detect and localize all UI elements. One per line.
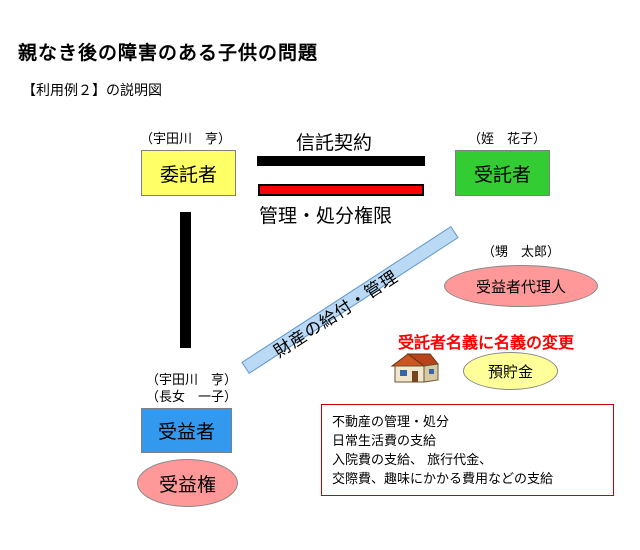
diagonal-label: 財産の給付・管理 <box>270 266 403 363</box>
transfer-label: 受託者名義に名義の変更 <box>398 333 575 352</box>
list-item: 交際費、趣味にかかる費用などの支給 <box>332 472 554 487</box>
page-title: 親なき後の障害のある子供の問題 <box>18 42 319 64</box>
list-item: 日常生活費の支給 <box>332 434 437 449</box>
beneficiary-name-line2: （長女 一子） <box>146 390 238 405</box>
list-item: 不動産の管理・処分 <box>332 415 450 430</box>
house-icon <box>390 353 439 383</box>
agent-ellipse: 受益者代理人 <box>444 265 598 307</box>
beneficiary-right-ellipse: 受益権 <box>137 459 238 507</box>
beneficiary-box: 受益者 <box>141 408 232 453</box>
beneficiary-role: 受益者 <box>157 421 215 443</box>
diagram-subtitle: 【利用例２】の説明図 <box>22 83 162 99</box>
beneficiary-name-line1: （宇田川 亨） <box>146 373 238 388</box>
settlor-box: 委託者 <box>141 150 236 196</box>
deposit-ellipse: 預貯金 <box>463 352 558 390</box>
settlor-name-label: （宇田川 亨） <box>140 132 232 147</box>
settlor-beneficiary-bar <box>180 212 191 348</box>
deposit-label: 預貯金 <box>487 362 533 381</box>
trustee-box: 受託者 <box>455 150 550 196</box>
trustee-role: 受託者 <box>473 163 531 186</box>
authority-bar <box>258 184 424 196</box>
trustee-name-label: （姪 花子） <box>468 132 547 147</box>
beneficiary-right: 受益権 <box>158 473 216 496</box>
authority-label: 管理・処分権限 <box>259 205 393 227</box>
contract-label: 信託契約 <box>296 132 373 154</box>
settlor-role: 委託者 <box>159 163 217 186</box>
contract-bar <box>257 156 425 166</box>
agent-name-label: （甥 太郎） <box>482 245 561 260</box>
list-item: 入院費の支給、 旅行代金、 <box>332 453 493 468</box>
agent-role: 受益者代理人 <box>475 277 566 296</box>
services-list: 不動産の管理・処分 日常生活費の支給 入院費の支給、 旅行代金、 交際費、趣味に… <box>321 404 614 496</box>
